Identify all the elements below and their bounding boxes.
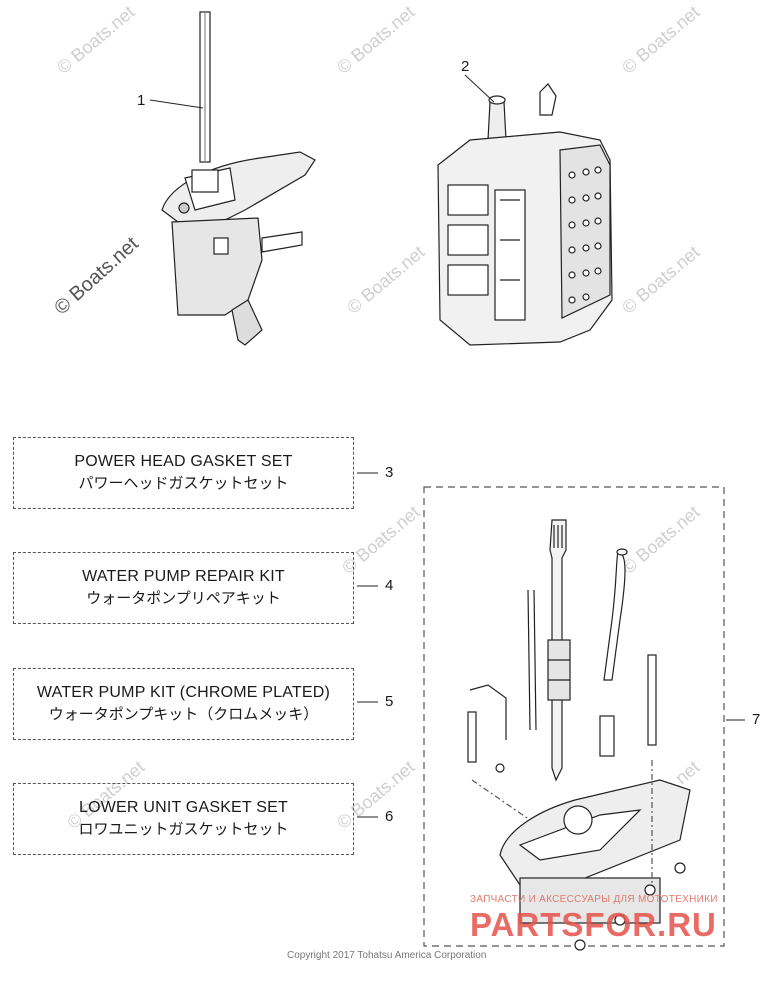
kit-label-ja: ウォータポンプリペアキット [86, 590, 281, 607]
brand-logo: PARTSFOR.RU [470, 906, 717, 943]
callout-1: 1 [137, 92, 146, 109]
kit-label-en: LOWER UNIT GASKET SET [79, 799, 288, 816]
kit-box-lower-unit-gasket: LOWER UNIT GASKET SET ロワユニットガスケットセット [13, 783, 354, 855]
kit-label-ja: ロワユニットガスケットセット [78, 821, 289, 838]
kit-label-ja: ウォータポンプキット（クロムメッキ） [48, 706, 319, 723]
kit-label-en: WATER PUMP KIT (CHROME PLATED) [36, 684, 331, 701]
copyright-text: Copyright 2017 Tohatsu America Corporati… [287, 950, 487, 961]
callout-5: 5 [385, 693, 394, 710]
callout-2: 2 [461, 58, 470, 75]
brand-tagline: ЗАПЧАСТИ И АКСЕССУАРЫ ДЛЯ МОТОТЕХНИКИ [470, 894, 718, 905]
kit-label-ja: パワーヘッドガスケットセット [78, 475, 289, 492]
kit-box-water-pump-chrome: WATER PUMP KIT (CHROME PLATED) ウォータポンプキッ… [13, 668, 354, 740]
callout-7: 7 [752, 711, 761, 728]
kit-label-en: WATER PUMP REPAIR KIT [82, 568, 285, 585]
water-pump-kit-box [423, 486, 725, 947]
callout-6: 6 [385, 808, 394, 825]
power-head-illustration [437, 83, 613, 346]
kit-box-water-pump-repair: WATER PUMP REPAIR KIT ウォータポンプリペアキット [13, 552, 354, 624]
kit-label-en: POWER HEAD GASKET SET [74, 453, 293, 470]
lower-unit-illustration [161, 11, 316, 346]
callout-3: 3 [385, 464, 394, 481]
water-pump-kit-illustration [467, 519, 691, 951]
kit-box-power-head-gasket: POWER HEAD GASKET SET パワーヘッドガスケットセット [13, 437, 354, 509]
callout-4: 4 [385, 577, 394, 594]
